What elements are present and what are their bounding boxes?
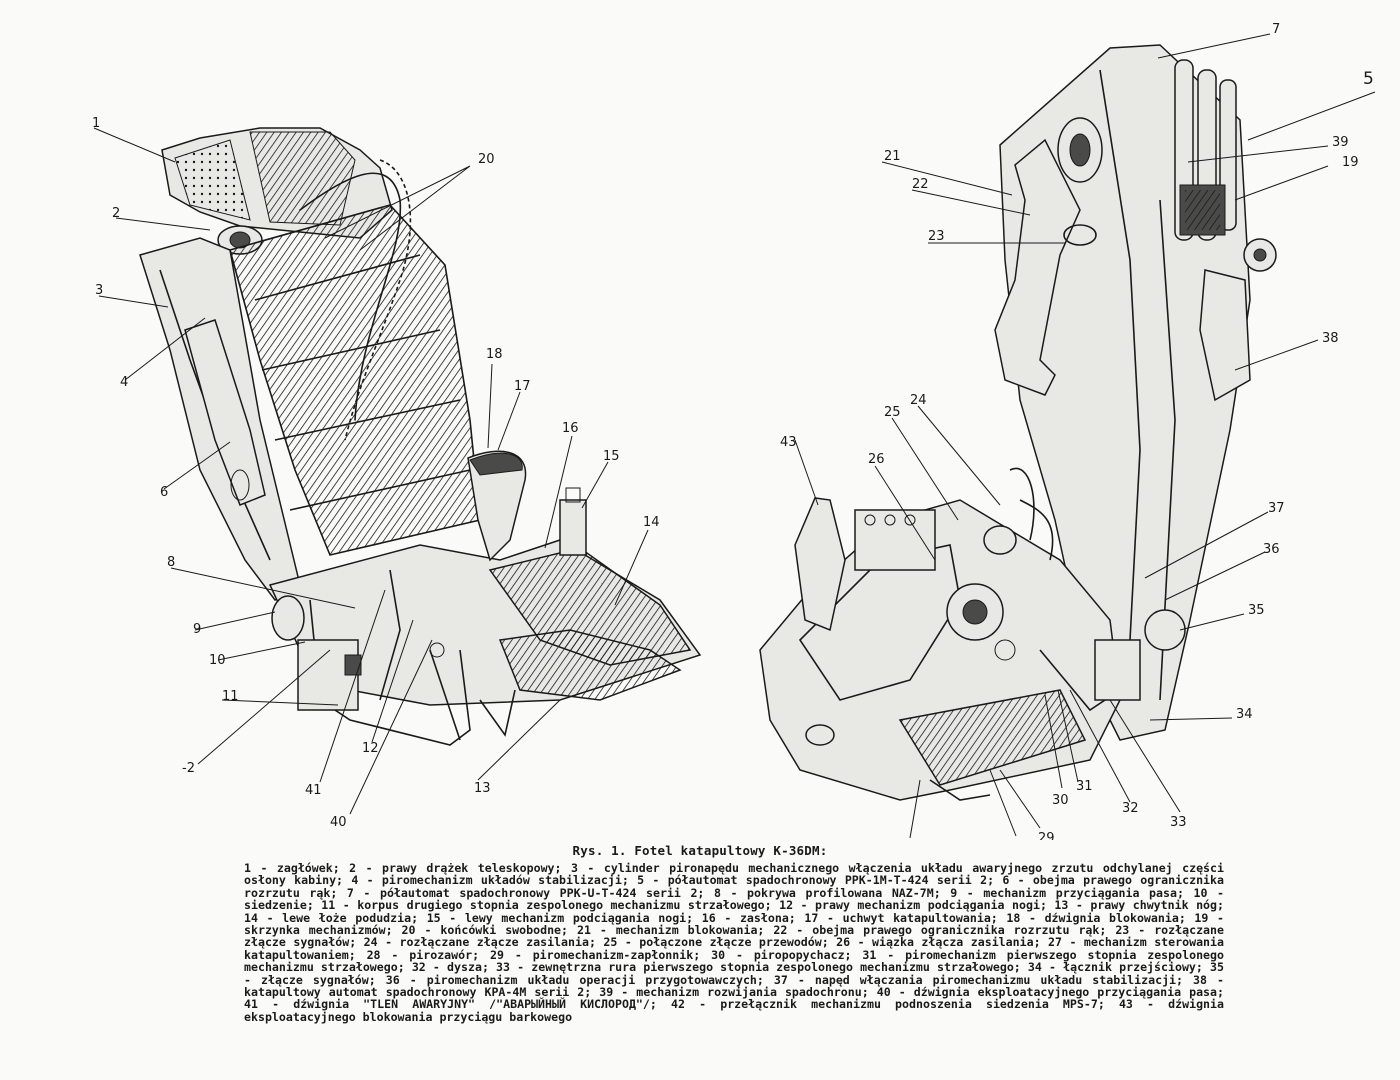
callout-39: 39 <box>1332 135 1349 150</box>
callout-21: 21 <box>884 149 901 164</box>
callout-7: 7 <box>1272 22 1280 37</box>
callout-33: 33 <box>1170 815 1187 830</box>
callout-12: 12 <box>362 741 379 756</box>
callout-1: 1 <box>92 116 100 131</box>
figure-caption-title: Rys. 1. Fotel katapultowy K-36DM: <box>572 843 828 858</box>
callout-27: 27 <box>903 839 920 840</box>
bottom-hatch <box>898 689 1087 786</box>
callout-23: 23 <box>928 229 945 244</box>
headrest-hatch <box>249 131 356 226</box>
callout-20: 20 <box>478 152 495 167</box>
belt-mechanism <box>271 595 305 641</box>
right-seat-drawing <box>759 44 1277 801</box>
figure-caption-legend: 1 - zagłówek; 2 - prawy drążek teleskopo… <box>244 861 1224 1024</box>
callout-41: 41 <box>305 783 322 798</box>
callout-43: 43 <box>780 435 797 450</box>
arm-guard <box>184 319 266 506</box>
arm-guard-rear <box>994 138 1081 396</box>
left-seat-drawing <box>139 127 702 746</box>
callout-14: 14 <box>643 515 660 530</box>
callout-2: 2 <box>112 206 120 221</box>
callout-32: 32 <box>1122 801 1139 816</box>
callout-34: 34 <box>1236 707 1253 722</box>
ejection-seat-diagram: 1 2 3 4 5 6 7 8 9 10 11 12 13 14 15 16 1… <box>92 22 1376 840</box>
callout-10: 10 <box>209 653 226 668</box>
callout-42: -2 <box>182 761 195 776</box>
hose-ends <box>299 172 402 421</box>
oxygen-lever <box>379 569 401 701</box>
callout-22: 22 <box>912 177 929 192</box>
callout-26: 26 <box>868 452 885 467</box>
callout-36: 36 <box>1263 542 1280 557</box>
callout-9: 9 <box>193 622 201 637</box>
callout-30: 30 <box>1052 793 1069 808</box>
callout-4: 4 <box>120 375 128 390</box>
callout-6: 6 <box>160 485 168 500</box>
callout-13: 13 <box>474 781 491 796</box>
leg-pull-mechanism <box>559 499 587 556</box>
callout-8: 8 <box>167 555 175 570</box>
callout-25: 25 <box>884 405 901 420</box>
leader-lines <box>93 33 1376 839</box>
callout-29: 29 <box>1038 831 1055 840</box>
callout-37: 37 <box>1268 501 1285 516</box>
callout-40: 40 <box>330 815 347 830</box>
ejection-handle <box>467 450 527 562</box>
callout-5: 5 <box>1363 69 1374 89</box>
callout-38: 38 <box>1322 331 1339 346</box>
callout-11: 11 <box>222 689 239 704</box>
callout-31: 31 <box>1076 779 1093 794</box>
kpa-automat <box>1199 269 1251 402</box>
callout-17: 17 <box>514 379 531 394</box>
callout-15: 15 <box>603 449 620 464</box>
callout-3: 3 <box>95 283 103 298</box>
callout-16: 16 <box>562 421 579 436</box>
callout-18: 18 <box>486 347 503 362</box>
signal-connector <box>1063 224 1097 246</box>
callout-24: 24 <box>910 393 927 408</box>
callout-19: 19 <box>1342 155 1359 170</box>
headrest-dots <box>174 139 251 221</box>
callout-labels: 1 2 3 4 5 6 7 8 9 10 11 12 13 14 15 16 1… <box>92 22 1374 840</box>
callout-35: 35 <box>1248 603 1265 618</box>
